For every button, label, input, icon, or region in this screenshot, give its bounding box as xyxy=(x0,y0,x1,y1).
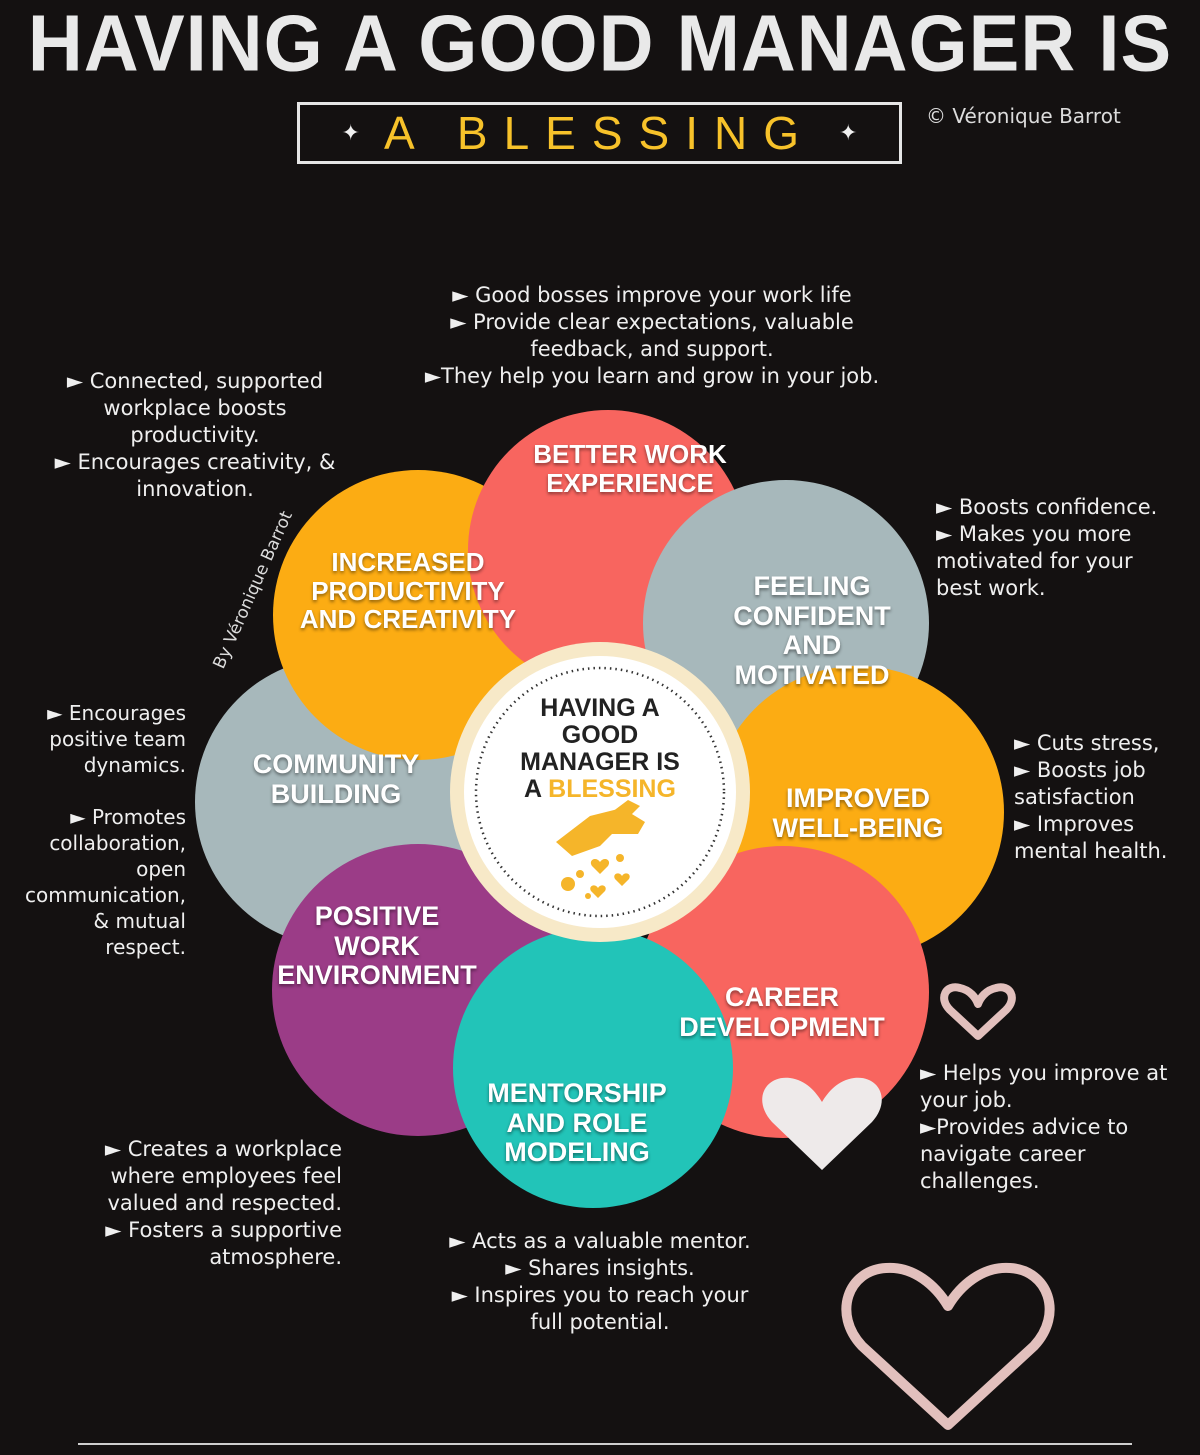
petal-label-increased-productivity: INCREASED PRODUCTIVITY AND CREATIVITY xyxy=(299,547,517,635)
page-title: HAVING A GOOD MANAGER IS xyxy=(27,0,1173,89)
heart-filled-icon xyxy=(762,1077,882,1170)
center-title-line: MANAGER IS xyxy=(520,748,680,776)
heart-outline-small-icon xyxy=(940,983,1016,1040)
note-community-building-b: ► Promotes collaboration, open communica… xyxy=(24,805,186,959)
center-title: HAVING A GOOD MANAGER IS A BLESSING xyxy=(490,695,710,803)
note-increased-productivity: ► Connected, supported workplace boosts … xyxy=(54,369,336,501)
center-title-prefix: A xyxy=(524,775,542,803)
subtitle: A BLESSING xyxy=(383,107,815,159)
note-better-work-experience: ► Good bosses improve your work life ► P… xyxy=(424,283,880,388)
petal-circle-mentorship xyxy=(453,928,733,1208)
bottom-divider xyxy=(78,1443,1132,1445)
petal-label-career-development: CAREER DEVELOPMENT xyxy=(679,982,885,1042)
note-feeling-confident: ► Boosts confidence. ► Makes you more mo… xyxy=(936,495,1158,600)
note-mentorship: ► Acts as a valuable mentor. ► Shares in… xyxy=(449,1229,751,1334)
petal-label-better-work-experience: BETTER WORK EXPERIENCE xyxy=(533,439,727,498)
sparkle-icon: ✦ xyxy=(839,120,858,146)
center-title-line: A BLESSING xyxy=(490,776,710,803)
subtitle-box: ✦ A BLESSING ✦ xyxy=(297,102,902,164)
petal-label-feeling-confident: FEELING CONFIDENT AND MOTIVATED xyxy=(733,571,891,691)
center-title-line: HAVING A xyxy=(540,694,660,722)
hand-sprinkling-hearts-icon xyxy=(556,800,645,899)
petal-label-mentorship: MENTORSHIP AND ROLE MODELING xyxy=(487,1078,667,1168)
petal-label-positive-work-environment: POSITIVE WORK ENVIRONMENT xyxy=(277,901,477,991)
note-positive-work-environment: ► Creates a workplace where employees fe… xyxy=(104,1137,342,1269)
note-improved-well-being: ► Cuts stress, ► Boosts job satisfaction… xyxy=(1014,731,1168,863)
note-community-building-a: ► Encourages positive team dynamics. xyxy=(47,701,186,777)
petal-label-community-building: COMMUNITY BUILDING xyxy=(252,749,420,809)
copyright: © Véronique Barrot xyxy=(926,104,1121,128)
center-dotted-ring xyxy=(474,666,726,918)
petal-label-improved-well-being: IMPROVED WELL-BEING xyxy=(772,783,944,843)
center-title-highlight: BLESSING xyxy=(548,775,676,803)
sparkle-icon: ✦ xyxy=(341,120,360,146)
center-title-line: GOOD xyxy=(561,721,639,749)
heart-outline-large-icon xyxy=(841,1262,1055,1430)
center-circle xyxy=(464,656,736,928)
note-career-development: ► Helps you improve at your job. ►Provid… xyxy=(920,1061,1168,1193)
